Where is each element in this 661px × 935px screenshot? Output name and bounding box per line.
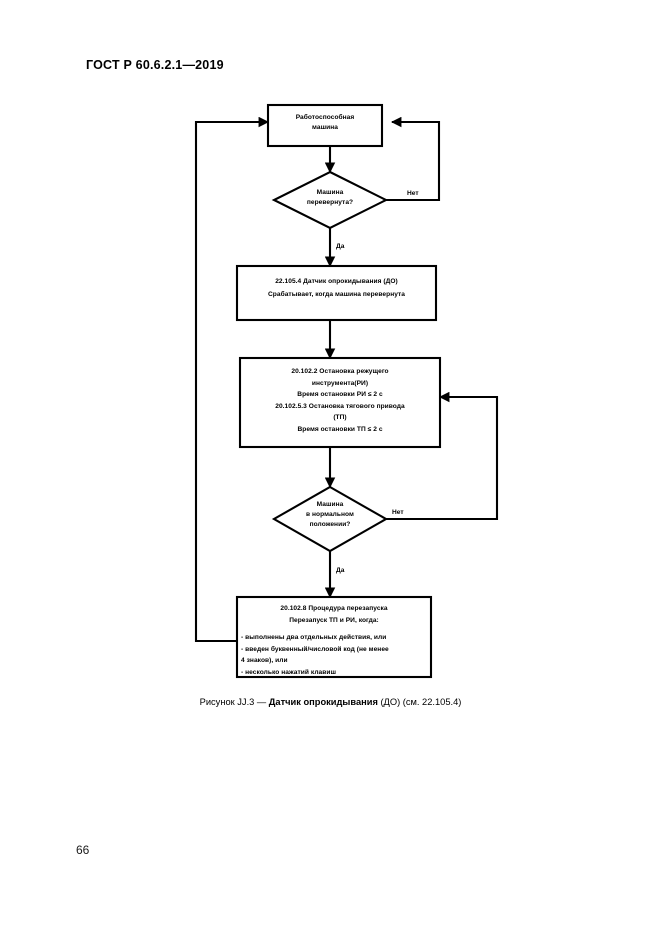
node-decision-1 bbox=[271, 170, 389, 230]
edge-label-decision-1-no: Нет bbox=[407, 190, 419, 197]
node-start-box bbox=[266, 103, 384, 148]
page-number: 66 bbox=[76, 843, 90, 857]
figure-caption-bold: Датчик опрокидывания bbox=[268, 697, 378, 707]
edge-label-decision-2-yes: Да bbox=[336, 567, 345, 574]
edge-label-decision-1-yes: Да bbox=[336, 243, 345, 250]
node-decision-2 bbox=[271, 485, 389, 553]
standard-header: ГОСТ Р 60.6.2.1—2019 bbox=[86, 58, 224, 72]
figure-caption-suffix: (ДО) (см. 22.105.4) bbox=[377, 697, 462, 707]
node-sensor-box bbox=[235, 264, 438, 322]
figure-caption-prefix: Рисунок JJ.3 — bbox=[199, 697, 269, 707]
figure-caption: Рисунок JJ.3 — Датчик опрокидывания (ДО)… bbox=[0, 697, 661, 707]
node-stop-box bbox=[238, 356, 442, 449]
edge-label-decision-2-no: Нет bbox=[392, 509, 404, 516]
node-restart-box bbox=[235, 595, 433, 679]
